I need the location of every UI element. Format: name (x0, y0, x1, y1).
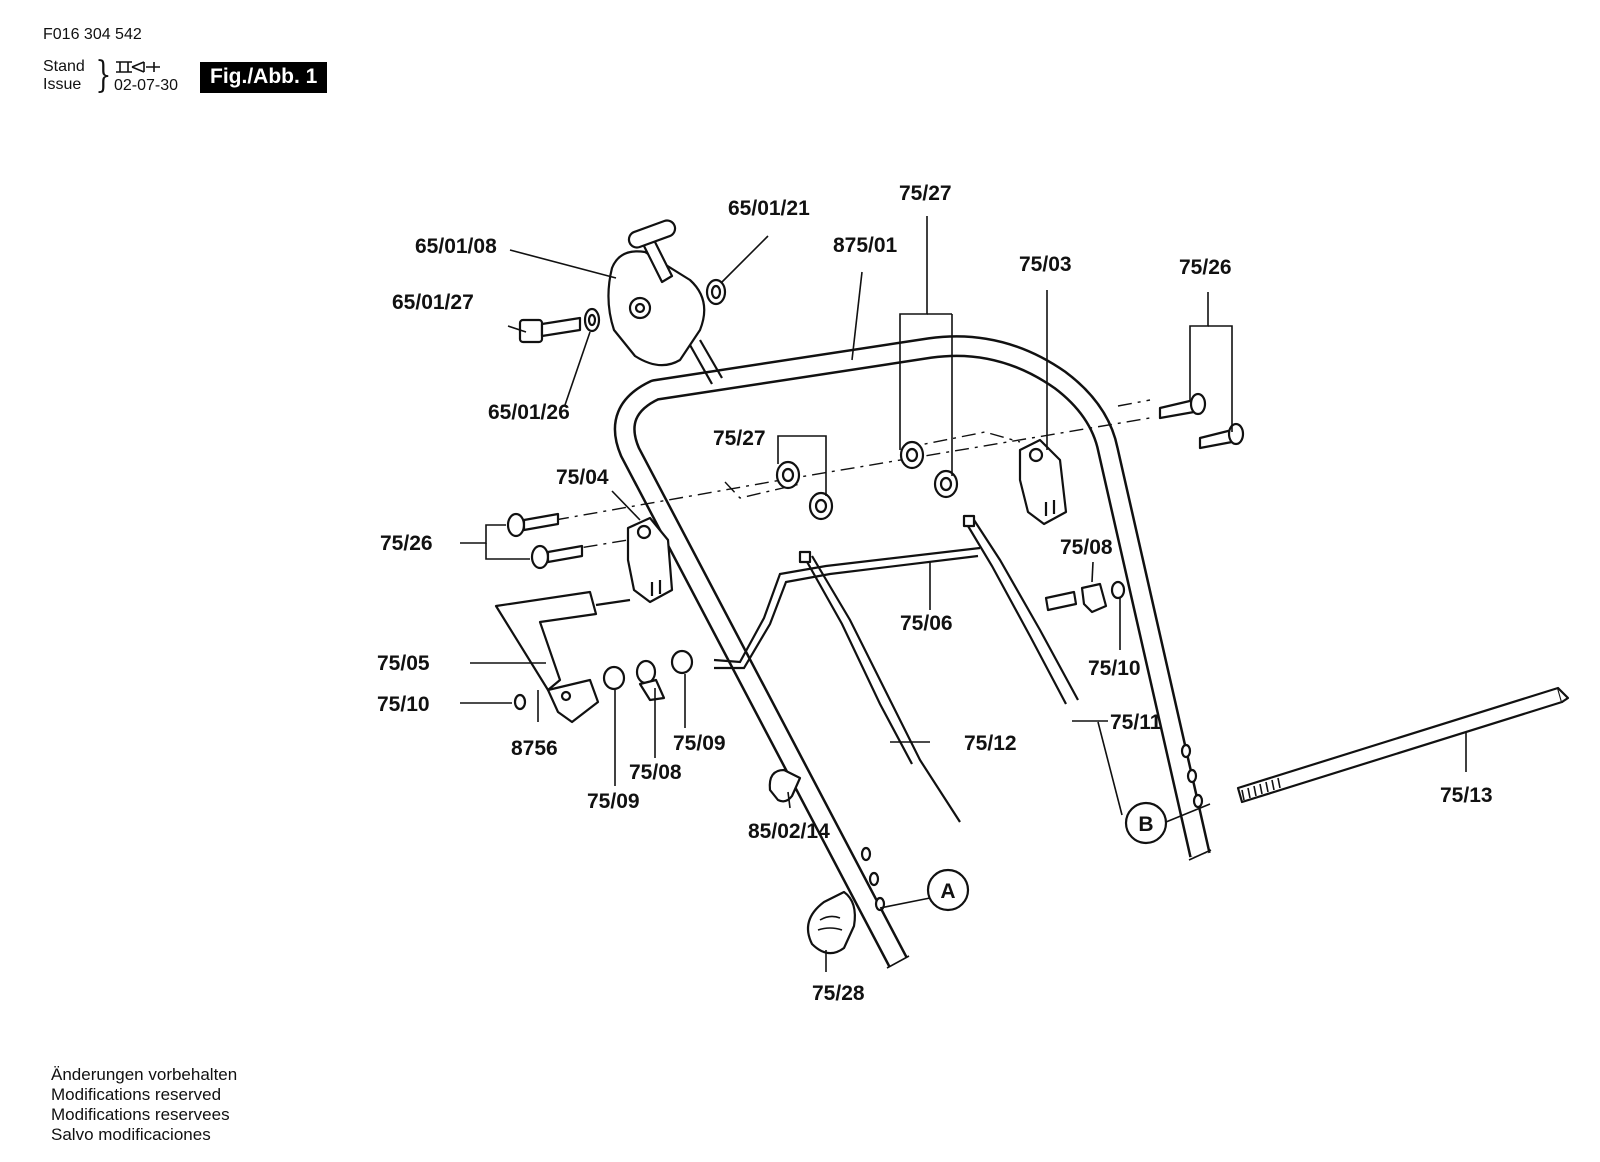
part-label: 75/27 (899, 182, 952, 205)
part-label: 75/13 (1440, 784, 1493, 807)
rod-part (1236, 686, 1570, 804)
callout-a-letter: A (940, 880, 955, 903)
assembly-axis-lines (554, 399, 1151, 553)
part-label: 75/28 (812, 982, 865, 1005)
part-label: 75/06 (900, 612, 953, 635)
part-label: 75/26 (1179, 256, 1232, 279)
part-label: 875/01 (833, 234, 898, 257)
brace-icon: } (95, 55, 112, 96)
lever-plate-part (494, 590, 631, 724)
note-line: Modifications reservees (51, 1105, 230, 1124)
stand-issue-labels: Stand Issue (43, 58, 85, 94)
callout-b: B (1124, 801, 1168, 845)
control-cables (713, 514, 1079, 823)
note-line: Änderungen vorbehalten (51, 1065, 238, 1084)
issue-label: Issue (43, 76, 82, 93)
part-label: 85/02/14 (748, 820, 830, 843)
part-label: 75/08 (1060, 536, 1113, 559)
note-line: Modifications reserved (51, 1085, 222, 1104)
callout-b-letter: B (1138, 813, 1153, 836)
knob-parts (768, 768, 856, 955)
part-label: 75/10 (377, 693, 430, 716)
modification-notes: Änderungen vorbehalten Modifications res… (51, 1065, 237, 1145)
part-label: 75/11 (1110, 711, 1162, 734)
clip-parts (1044, 580, 1126, 614)
nut-parts (775, 440, 959, 521)
part-label: 65/01/27 (392, 291, 474, 314)
part-label: 75/03 (1019, 253, 1072, 276)
part-label: 8756 (511, 737, 558, 760)
part-label: 75/04 (556, 466, 609, 489)
handle-tube (613, 335, 1212, 969)
issue-date: 02-07-30 (114, 77, 179, 94)
bracket-parts (626, 438, 1068, 604)
part-label: 65/01/21 (728, 197, 810, 220)
part-label: 65/01/26 (488, 401, 570, 424)
stamp-icon (116, 61, 160, 73)
leader-lines (460, 216, 1467, 972)
part-label: 65/01/08 (415, 235, 497, 258)
part-label: 75/08 (629, 761, 682, 784)
figure-badge: Fig./Abb. 1 (200, 62, 328, 93)
handle-holes (860, 743, 1204, 912)
screw-parts (506, 392, 1245, 570)
bolt-part (518, 307, 601, 344)
note-line: Salvo modificaciones (51, 1125, 211, 1144)
document-number: F016 304 542 (43, 26, 142, 43)
callout-a: A (926, 868, 970, 912)
stand-label: Stand (43, 58, 85, 75)
part-label: 75/12 (964, 732, 1017, 755)
bushing-parts (602, 649, 694, 702)
part-labels: 65/01/21 75/27 65/01/08 875/01 75/03 75/… (377, 182, 1493, 1005)
part-label: 75/10 (1088, 657, 1141, 680)
part-label: 75/26 (380, 532, 433, 555)
part-label: 75/27 (713, 427, 766, 450)
nut-part (705, 278, 727, 306)
part-label: 75/09 (673, 732, 726, 755)
part-label: 75/05 (377, 652, 430, 675)
throttle-lever-part (607, 219, 723, 385)
part-label: 75/09 (587, 790, 640, 813)
